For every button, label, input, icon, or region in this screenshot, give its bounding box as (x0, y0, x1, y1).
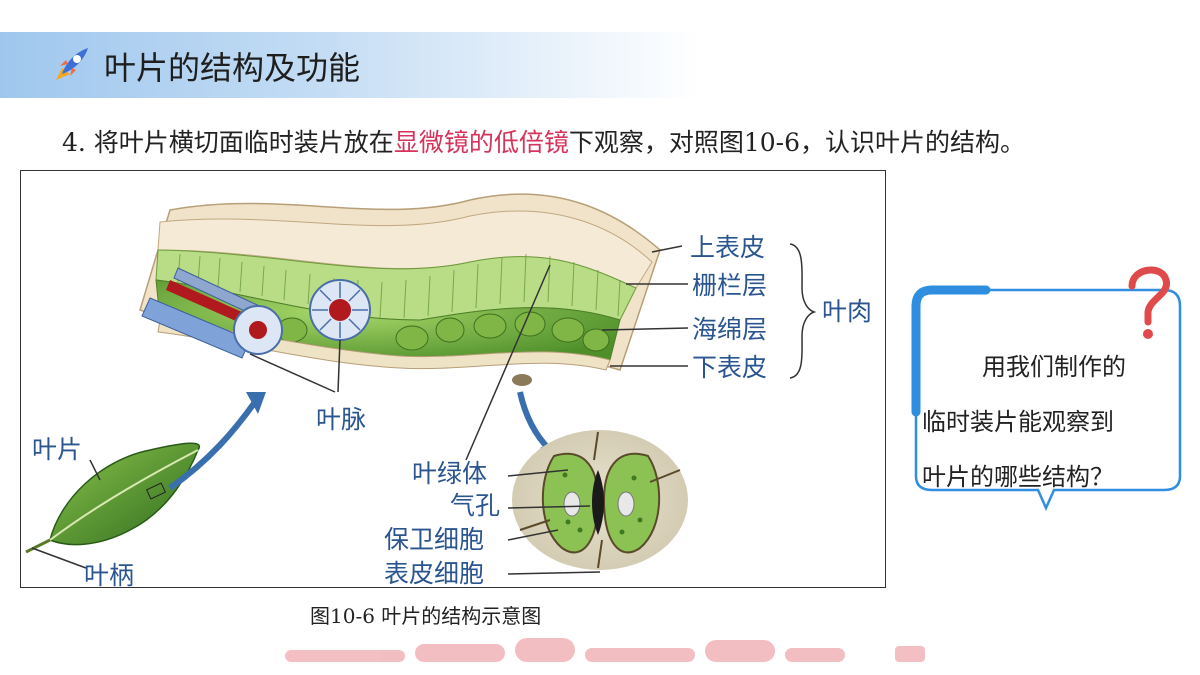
rocket-icon (56, 48, 88, 80)
leader-lines (31, 243, 817, 575)
label-stoma: 气孔 (450, 491, 500, 520)
label-upper-epidermis: 上表皮 (690, 233, 765, 262)
instruction-text: 4. 将叶片横切面临时装片放在显微镜的低倍镜下观察，对照图10-6，认识叶片的结… (62, 126, 1025, 160)
arrow-head-upper (246, 392, 266, 414)
instruction-prefix: 4. 将叶片横切面临时装片放在 (62, 128, 394, 157)
section-header-band (0, 32, 700, 98)
label-lower-epidermis: 下表皮 (692, 353, 767, 382)
question-mark-icon (1128, 266, 1170, 339)
stoma-closeup (512, 430, 688, 570)
label-spongy: 海绵层 (692, 315, 767, 344)
bubble-line: 用我们制作的 (982, 353, 1126, 381)
section-title: 叶片的结构及功能 (104, 49, 361, 87)
label-vein: 叶脉 (316, 405, 366, 434)
label-epidermal-cell: 表皮细胞 (384, 559, 484, 588)
label-guard-cell: 保卫细胞 (384, 525, 484, 554)
instruction-suffix: 下观察，对照图10-6，认识叶片的结构。 (568, 128, 1025, 157)
leaf-structure-diagram: 上表皮 栅栏层 海绵层 下表皮 叶肉 叶脉 叶片 叶柄 叶绿体 气孔 保卫细胞 … (25, 193, 872, 588)
leaf-illustration (25, 442, 201, 554)
speech-bubble (911, 266, 1182, 512)
label-petiole: 叶柄 (84, 561, 134, 588)
label-blade: 叶片 (32, 435, 82, 464)
figure-caption: 图10-6 叶片的结构示意图 (310, 604, 542, 628)
vein-bundle (141, 267, 371, 359)
watermark-decoration (285, 638, 925, 662)
bubble-text: 用我们制作的 临时装片能观察到 叶片的哪些结构？ (922, 340, 1172, 505)
label-palisade: 栅栏层 (692, 271, 767, 300)
label-mesophyll: 叶肉 (822, 297, 872, 326)
instruction-highlight: 显微镜的低倍镜 (393, 128, 569, 157)
label-chloroplast: 叶绿体 (412, 459, 487, 488)
bubble-line: 叶片的哪些结构？ (922, 463, 1114, 491)
bubble-line: 临时装片能观察到 (922, 408, 1114, 436)
